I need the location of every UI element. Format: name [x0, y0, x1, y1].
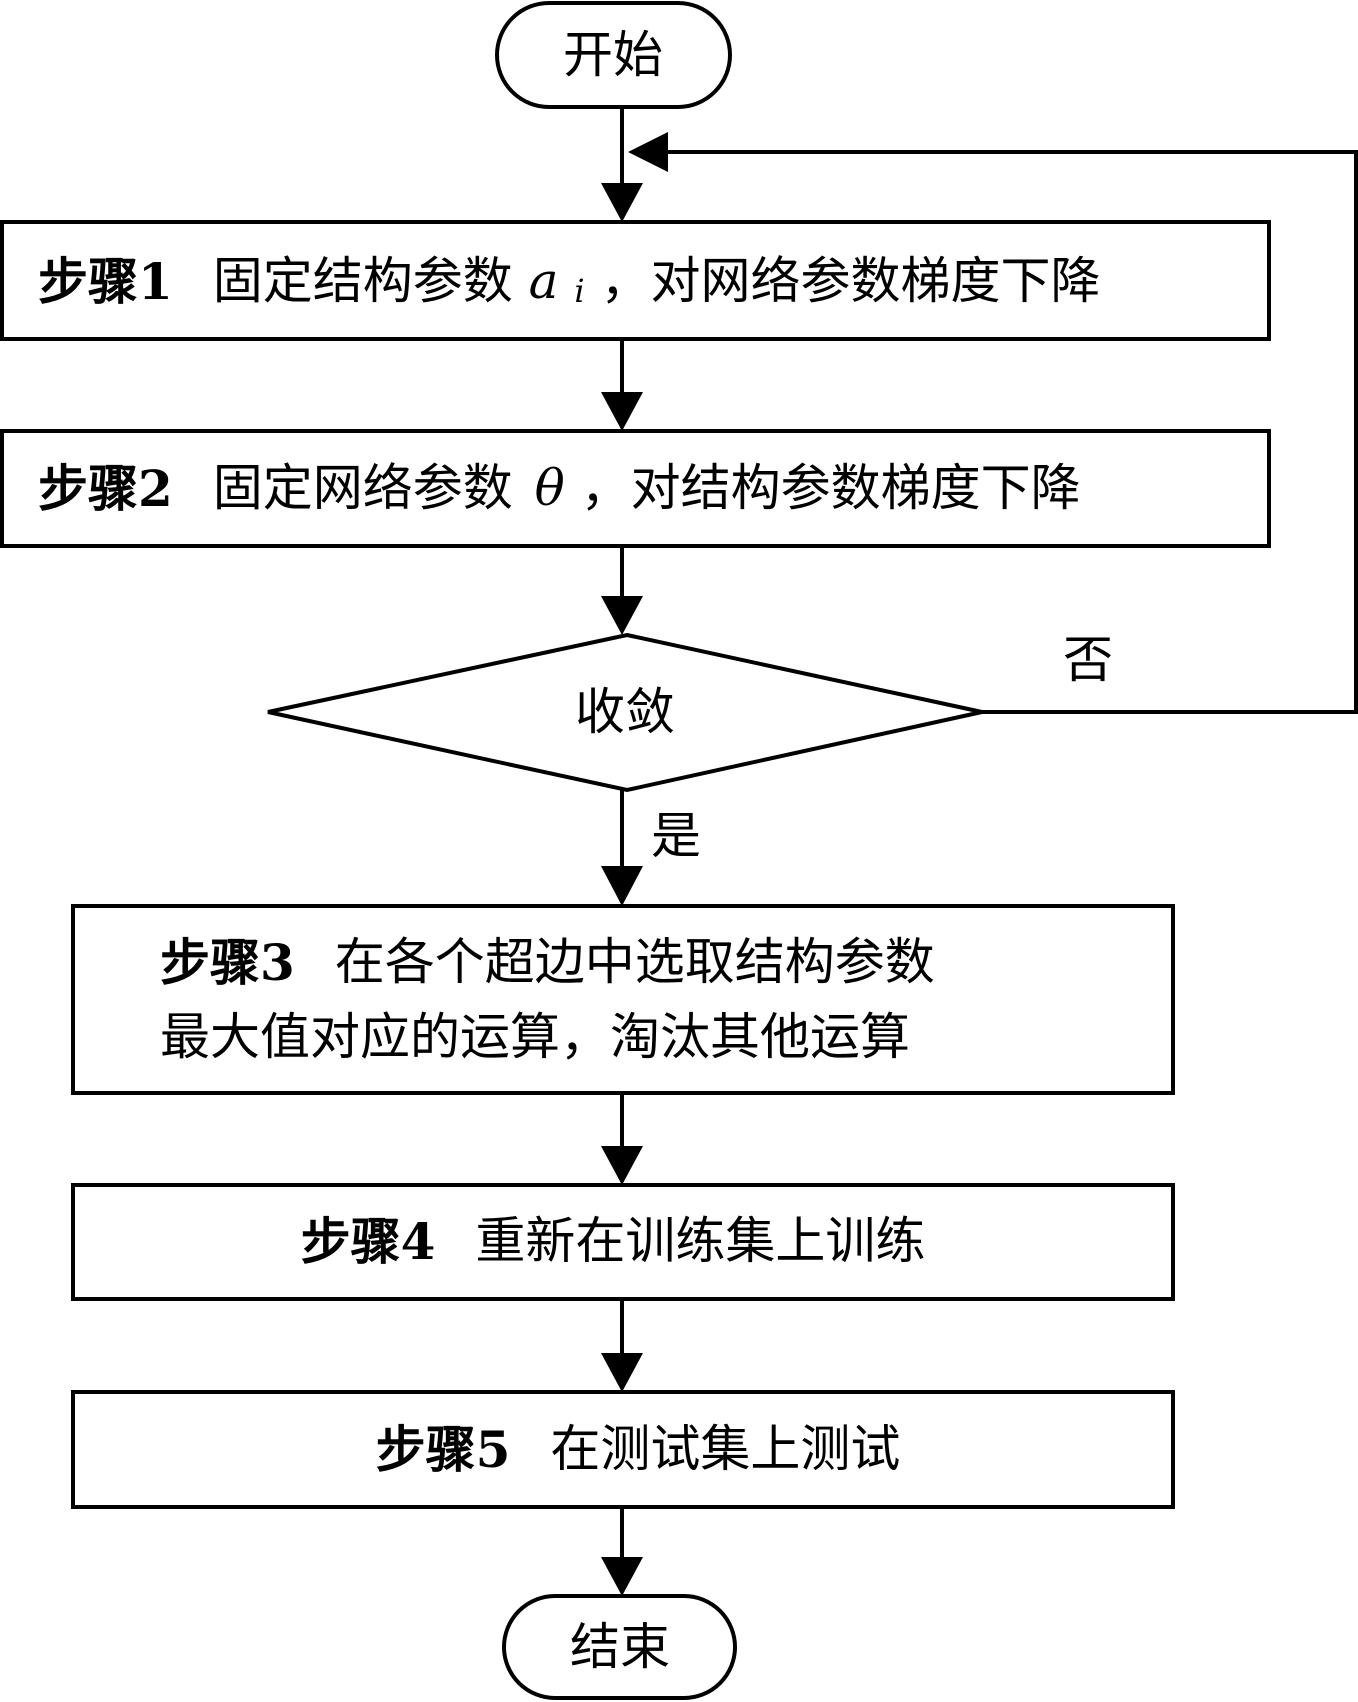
step1-var: a [529, 252, 559, 310]
start-node: 开始 [495, 1, 732, 109]
arrowhead-step2-to-decision [601, 596, 643, 635]
step2-text: 步骤2 固定网络参数 θ ，对结构参数梯度下降 [38, 459, 1081, 518]
decision-label: 收敛 [575, 683, 675, 741]
arrowhead-start-to-step1 [601, 183, 643, 222]
step3-line2: 最大值对应的运算，淘汰其他运算 [160, 1008, 910, 1066]
step1-text: 步骤1 固定结构参数 a i ，对网络参数梯度下降 [38, 252, 1100, 321]
step2-box: 步骤2 固定网络参数 θ ，对结构参数梯度下降 [0, 429, 1271, 548]
arrowhead-step5-to-end [601, 1557, 643, 1596]
step3-text-line1: 在各个超边中选取结构参数 [335, 933, 935, 991]
step1-subscript: i [574, 272, 584, 310]
end-label: 结束 [570, 1618, 670, 1676]
arrowhead-loop-back [628, 132, 668, 172]
step2-text-a: 固定网络参数 [213, 459, 513, 517]
step4-body: 重新在训练集上训练 [475, 1212, 925, 1270]
edges [601, 107, 1358, 1596]
step5-body: 在测试集上测试 [550, 1420, 900, 1478]
arrowhead-decision-to-step3 [601, 866, 643, 906]
step4-text: 步骤4 重新在训练集上训练 [301, 1212, 926, 1271]
step1-box: 步骤1 固定结构参数 a i ，对网络参数梯度下降 [0, 220, 1271, 341]
step1-label: 步骤1 [38, 252, 173, 311]
no-label: 否 [1063, 631, 1113, 689]
step5-box: 步骤5 在测试集上测试 [71, 1390, 1175, 1509]
step4-box: 步骤4 重新在训练集上训练 [71, 1183, 1175, 1301]
step2-var: θ [535, 459, 565, 517]
step5-text: 步骤5 在测试集上测试 [376, 1420, 901, 1479]
decision-node: 收敛 [267, 632, 983, 793]
step3-label: 步骤3 [160, 933, 295, 992]
arrowhead-step3-to-step4 [601, 1146, 643, 1185]
arrowhead-step1-to-step2 [601, 392, 643, 431]
yes-label: 是 [651, 807, 701, 865]
step3-line1: 步骤3 在各个超边中选取结构参数 [160, 933, 935, 992]
end-node: 结束 [502, 1594, 737, 1700]
step2-label: 步骤2 [38, 459, 173, 518]
step5-label: 步骤5 [376, 1420, 511, 1479]
step1-text-a: 固定结构参数 [213, 252, 513, 310]
arrowhead-step4-to-step5 [601, 1353, 643, 1392]
step4-label: 步骤4 [301, 1212, 436, 1271]
edge-decision-loop-back [668, 150, 1358, 714]
start-label: 开始 [563, 26, 663, 84]
step3-box: 步骤3 在各个超边中选取结构参数 最大值对应的运算，淘汰其他运算 [71, 904, 1175, 1095]
step2-text-b: ，对结构参数梯度下降 [581, 459, 1081, 517]
step1-text-b: ，对网络参数梯度下降 [600, 252, 1100, 310]
